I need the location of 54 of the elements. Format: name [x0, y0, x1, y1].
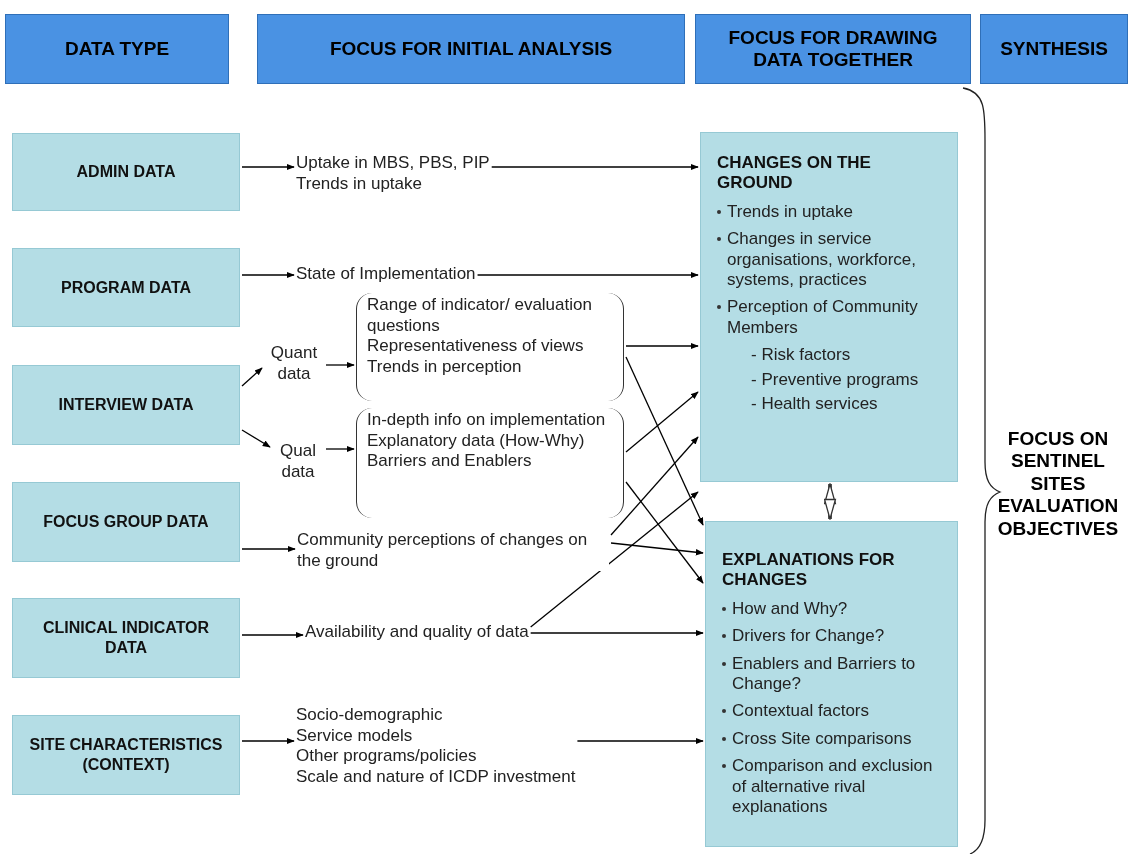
- data-type-box: SITE CHARACTERISTICS (CONTEXT): [12, 715, 240, 795]
- data-type-box: ADMIN DATA: [12, 133, 240, 211]
- arrow: [241, 163, 295, 171]
- arrow: [610, 542, 704, 556]
- synthesis-label: FOCUS ON SENTINEL SITES EVALUATION OBJECTIVES: [996, 428, 1120, 541]
- objective-box: [700, 132, 958, 482]
- box-heading: CHANGES ON THE GROUND: [717, 153, 872, 194]
- column-header: DATA TYPE: [5, 14, 229, 84]
- column-header: SYNTHESIS: [980, 14, 1128, 84]
- data-type-box: CLINICAL INDICATOR DATA: [12, 598, 240, 678]
- bullet-item: Perception of Community Members: [727, 297, 919, 339]
- analysis-text: Availability and quality of data: [305, 622, 529, 643]
- bullet-item: Contextual factors: [732, 701, 870, 722]
- arrow: [241, 367, 263, 387]
- analysis-text: State of Implementation: [296, 264, 476, 285]
- bullet-item: - Health services: [751, 393, 879, 415]
- bullet-item: Changes in service organisations, workforce, systems, practices: [727, 229, 917, 291]
- arrow: [241, 737, 295, 745]
- arrow: [241, 271, 295, 279]
- arrow: [625, 391, 699, 453]
- arrow: [325, 361, 355, 369]
- analysis-text: Uptake in MBS, PBS, PIP Trends in uptake: [296, 153, 490, 195]
- bullet-item: - Preventive programs: [751, 369, 920, 390]
- box-heading: EXPLANATIONS FOR CHANGES: [722, 550, 896, 591]
- bullet-item: Enablers and Barriers to Change?: [732, 653, 917, 695]
- column-header: FOCUS FOR DRAWING DATA TOGETHER: [695, 14, 971, 84]
- column-header: FOCUS FOR INITIAL ANALYSIS: [257, 14, 685, 84]
- arrow: [491, 163, 699, 171]
- objective-box: [705, 521, 958, 847]
- analysis-text: Community perceptions of changes on the ground: [297, 530, 609, 572]
- bullet-item: - Risk factors: [751, 345, 852, 366]
- bullet-item: Cross Site comparisons: [732, 728, 913, 750]
- bracketed-list: In-depth info on implementation Explanatory data (How-Why) Barriers and Enablers: [356, 408, 624, 518]
- arrow: [241, 429, 271, 448]
- bullet-item: Comparison and exclusion of alternative rival explanations: [732, 756, 934, 818]
- arrow: [325, 445, 355, 453]
- arrow: [625, 356, 704, 526]
- arrow: [530, 629, 704, 637]
- bullet-item: How and Why?: [732, 598, 849, 620]
- arrow: [576, 737, 704, 745]
- arrow: [241, 631, 304, 639]
- bracketed-list: Range of indicator/ evaluation questions Representativeness of views Trends in perception: [356, 293, 624, 401]
- arrow: [625, 481, 704, 584]
- data-type-box: INTERVIEW DATA: [12, 365, 240, 445]
- arrow: [476, 271, 699, 279]
- data-type-box: FOCUS GROUP DATA: [12, 482, 240, 562]
- arrow: [610, 436, 699, 536]
- bullet-item: Drivers for Change?: [732, 626, 886, 647]
- arrow: [625, 342, 699, 350]
- data-type-box: PROGRAM DATA: [12, 248, 240, 327]
- bullet-item: Trends in uptake: [727, 201, 854, 223]
- double-arrow: [823, 483, 837, 520]
- arrow: [241, 545, 296, 553]
- arrow: [530, 491, 699, 628]
